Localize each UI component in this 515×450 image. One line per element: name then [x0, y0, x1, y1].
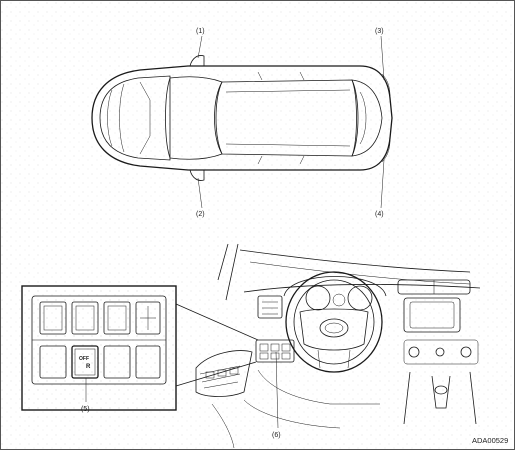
callout-5: (5) [81, 406, 90, 413]
leader-lines-top [197, 35, 385, 209]
figure-code: ADA00529 [472, 436, 508, 445]
switch-glyph-label: OFF [79, 356, 89, 362]
rear-gate-switch [71, 345, 99, 379]
callout-2: (2) [196, 211, 205, 218]
dashboard-view [195, 243, 481, 449]
switch-glyph-sub: R [86, 364, 91, 370]
callout-3: (3) [375, 28, 384, 35]
switch-panel-inset [21, 285, 259, 411]
callout-1: (1) [196, 28, 205, 35]
callout-4: (4) [375, 211, 384, 218]
vehicle-top-view [91, 55, 393, 181]
callout-6: (6) [272, 432, 281, 439]
leader-line-6 [275, 351, 279, 429]
